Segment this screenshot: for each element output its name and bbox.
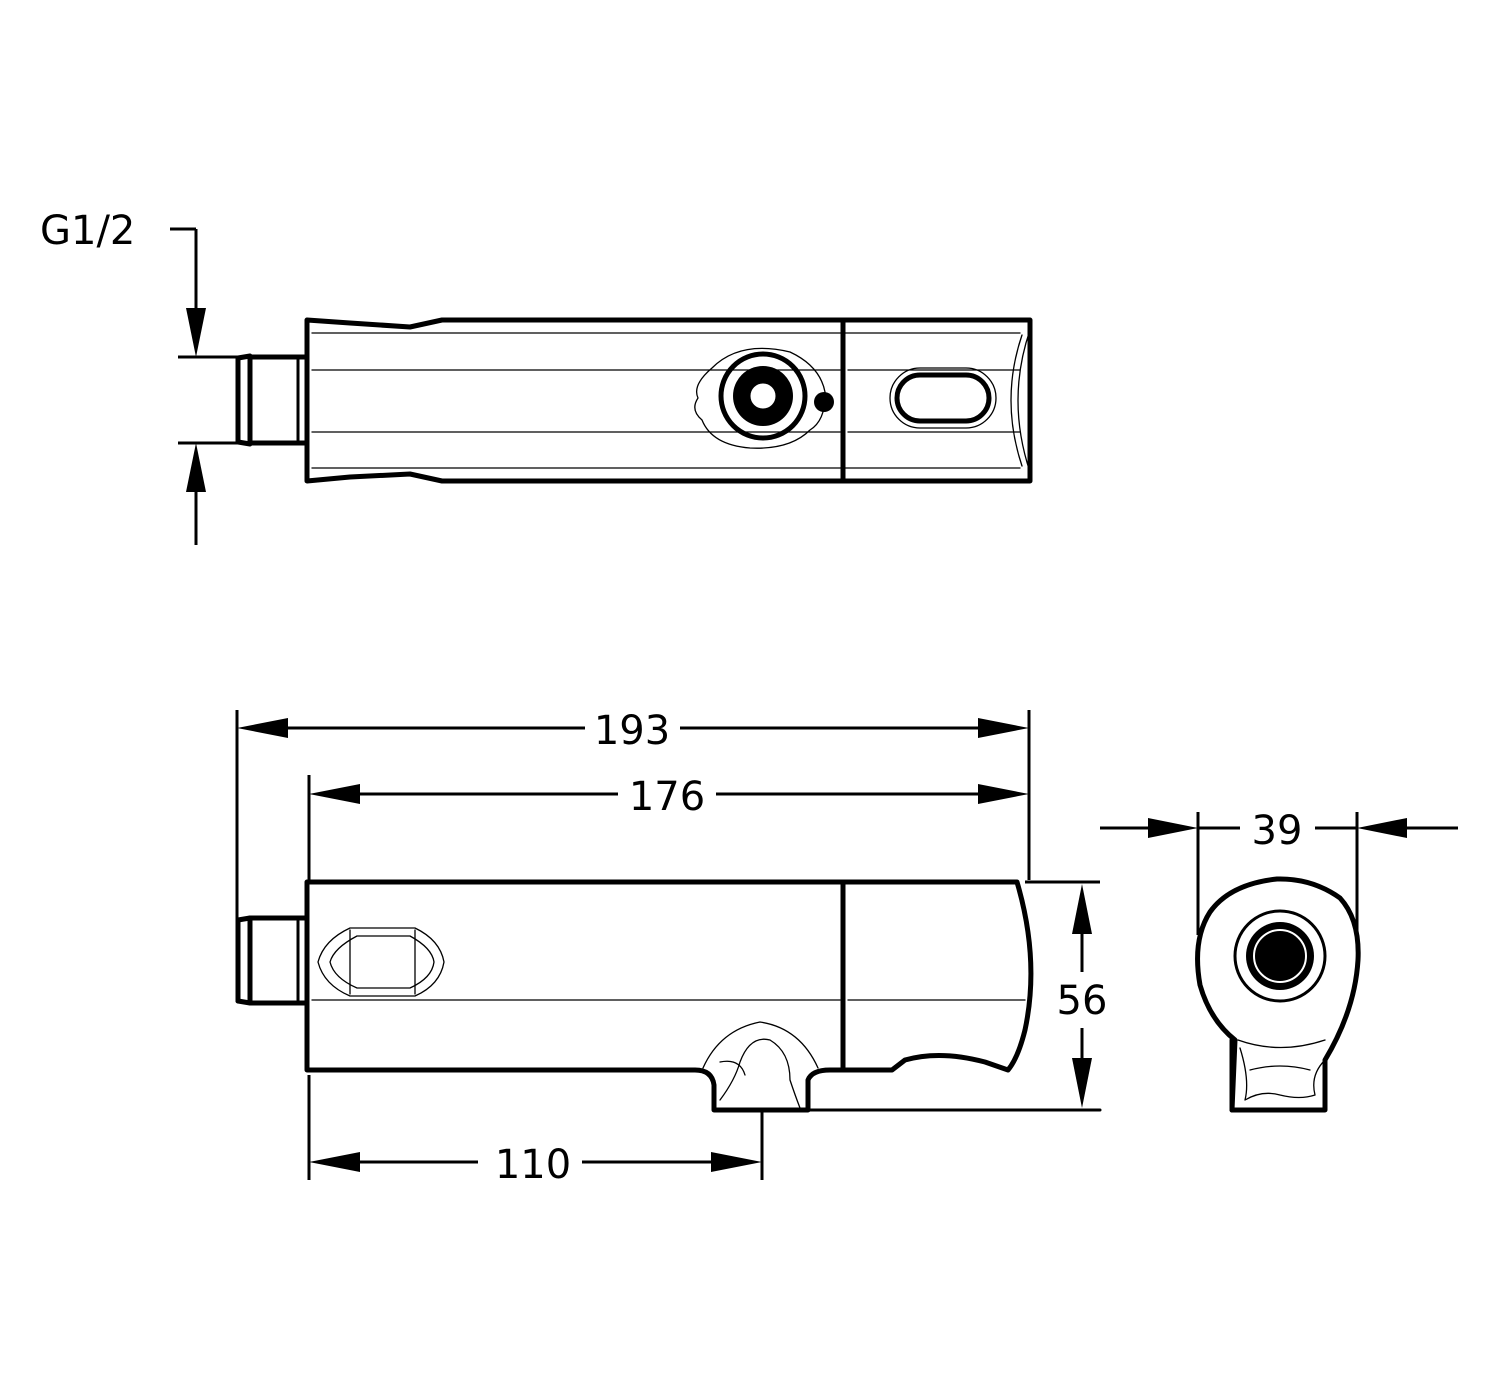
side-view-inlet-thread: [235, 915, 310, 1006]
side-view-body-outline: [304, 879, 1034, 1113]
dimension-label-56: 56: [1057, 978, 1108, 1024]
side-view: [235, 879, 1102, 1113]
dimension-label-176: 176: [629, 774, 705, 820]
top-view-control-knob: [694, 347, 834, 449]
dimension-label-39: 39: [1252, 808, 1303, 854]
side-view-sensor-window: [317, 927, 445, 997]
end-view-outline: [1195, 876, 1361, 1113]
top-view-sensor-window: [889, 367, 997, 429]
thread-label: G1/2: [40, 208, 135, 254]
dimension-height: 56: [1025, 880, 1108, 1108]
dimension-width: 39: [1100, 808, 1458, 935]
end-view: [1195, 876, 1361, 1113]
top-view-inlet-thread: [235, 353, 310, 447]
dimension-body-length: 176: [307, 774, 1029, 880]
thread-dimension: G1/2: [40, 208, 250, 545]
top-view: [235, 317, 1033, 484]
dimension-outlet-position: 110: [307, 1075, 764, 1188]
dimension-overall-length: 193: [235, 708, 1031, 1000]
top-view-body-outline: [304, 317, 1033, 484]
dimension-label-193: 193: [594, 708, 670, 754]
dimension-label-110: 110: [495, 1142, 571, 1188]
